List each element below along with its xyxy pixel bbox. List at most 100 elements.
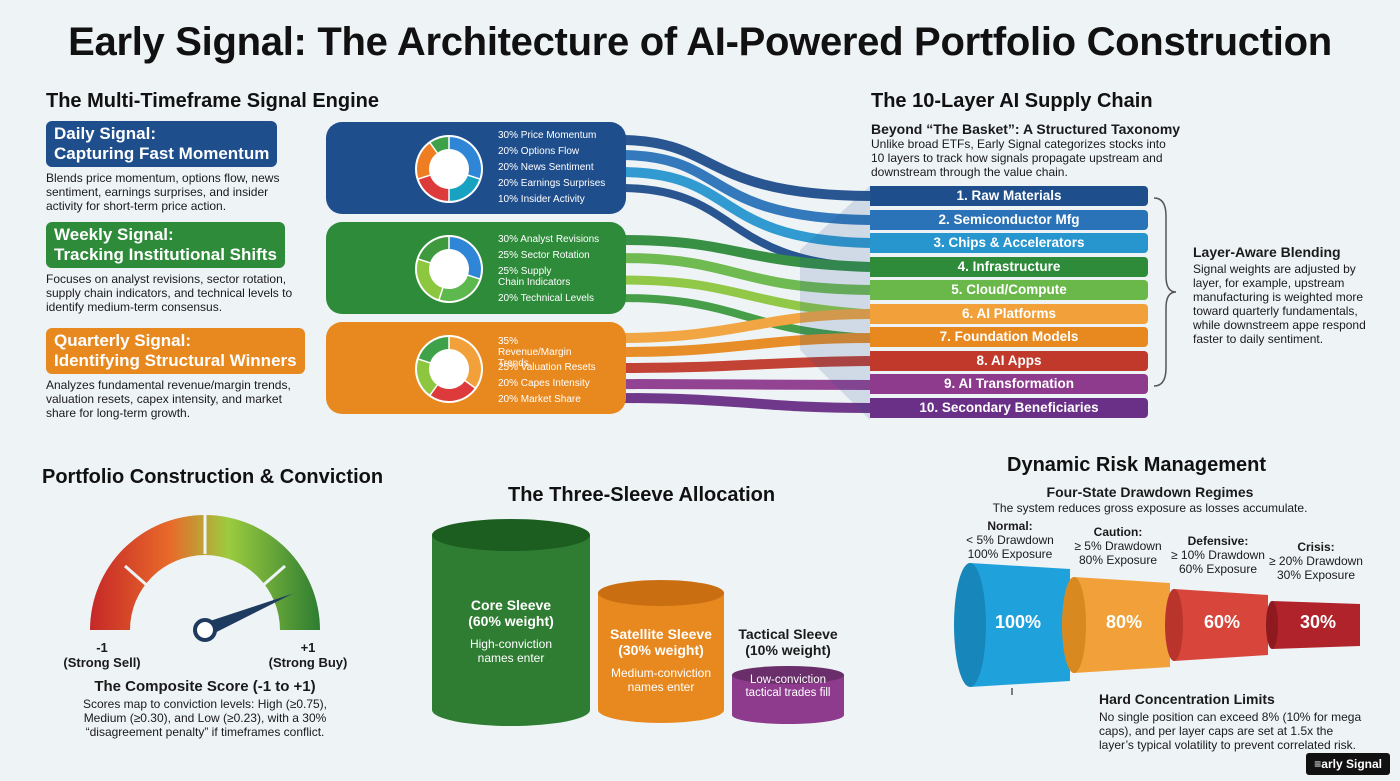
weekly-component-label: 30% Analyst Revisions [498,234,600,245]
layer-item: 3. Chips & Accelerators [870,233,1148,253]
core-sleeve-body [432,535,590,710]
blending-title: Layer-Aware Blending [1193,244,1341,260]
supply-chain-heading: The 10-Layer AI Supply Chain [871,90,1153,112]
layer-item: 5. Cloud/Compute [870,280,1148,300]
quarterly-signal-title: Quarterly Signal: [54,331,191,350]
donut-segment [418,337,450,364]
regime-drawdown: ≥ 5% Drawdown [1074,539,1162,553]
regime-name: Normal: [987,519,1033,533]
regime-name: Crisis: [1297,540,1335,554]
sleeves-heading: The Three-Sleeve Allocation [508,484,776,506]
composite-score-text: Scores map to conviction levels: High (≥… [82,697,328,739]
layer-item: 4. Infrastructure [870,257,1148,277]
quarterly-signal-pill: 35% Revenue/Margin Trends 25% Valuation … [326,322,626,414]
blending-text: Signal weights are adjusted by layer, fo… [1193,262,1366,346]
daily-component-label: 20% Earnings Surprises [498,178,606,189]
daily-signal-block: Daily Signal: Capturing Fast Momentum Bl… [46,121,306,213]
weekly-component-label: 20% Technical Levels [498,293,594,304]
daily-component-label: 20% Options Flow [498,146,580,157]
composite-score-title: The Composite Score (-1 to +1) [94,678,316,695]
tactical-sleeve: Tactical Sleeve (10% weight) Low-convict… [732,626,844,700]
supply-chain-description: Unlike broad ETFs, Early Signal categori… [871,137,1166,179]
layer-item: 10. Secondary Beneficiaries [870,398,1148,418]
core-sleeve-note: High-conviction names enter [469,637,553,665]
quarterly-component-label: 20% Capes Intensity [498,378,590,389]
supply-chain-subheading: Beyond “The Basket”: A Structured Taxono… [871,121,1181,137]
gauge-max-label: +1 [300,640,316,655]
weekly-signal-tag: Weekly Signal: Tracking Institutional Sh… [46,222,285,268]
donut-segment [417,143,438,179]
daily-donut-chart [415,135,483,203]
weekly-signal-block: Weekly Signal: Tracking Institutional Sh… [46,222,306,314]
core-sleeve: Core Sleeve (60% weight) High-conviction… [432,597,590,665]
regime-defensive-value: 60% [1203,612,1241,632]
page-title: Early Signal: The Architecture of AI-Pow… [68,20,1332,64]
brand-logo: ≡arly Signal [1306,753,1390,775]
satellite-sleeve-note: Medium-conviction names enter [610,666,712,694]
donut-segment [430,137,450,154]
daily-component-label: 10% Insider Activity [498,194,585,205]
tactical-sleeve-note: Low-conviction tactical trades fill [745,674,831,699]
drawdown-funnel [954,563,1360,695]
regime-normal-label: Normal: < 5% Drawdown 100% Exposure [960,519,1060,561]
satellite-sleeve-name: Satellite Sleeve [610,626,712,642]
core-sleeve-name: Core Sleeve [470,597,552,613]
donut-segment [448,237,481,279]
regime-name: Defensive: [1187,534,1249,548]
needle-shape [202,593,293,637]
risk-subtext: The system reduces gross exposure as los… [992,501,1308,515]
donut-segment [430,380,475,401]
gauge-max-sub: (Strong Buy) [268,655,348,670]
layer-bracket [1153,197,1177,387]
donut-segment [448,137,481,179]
weekly-signal-subtitle: Tracking Institutional Shifts [54,245,277,264]
core-sleeve-weight: (60% weight) [468,613,554,629]
regime-drawdown: ≥ 10% Drawdown [1171,548,1265,562]
regime-drawdown: < 5% Drawdown [966,533,1054,547]
regime-normal-value: 100% [994,612,1042,632]
regime-name: Caution: [1093,525,1143,539]
quarterly-signal-subtitle: Identifying Structural Winners [54,351,297,370]
regime-caution-label: Caution: ≥ 5% Drawdown 80% Exposure [1068,525,1168,567]
regime-defensive-label: Defensive: ≥ 10% Drawdown 60% Exposure [1168,534,1268,576]
layer-item: 6. AI Platforms [870,304,1148,324]
daily-component-label: 20% News Sentiment [498,162,594,173]
risk-heading: Dynamic Risk Management [1007,454,1266,476]
satellite-sleeve-body [598,593,724,710]
regime-crisis-value: 30% [1299,612,1337,632]
quarterly-signal-description: Analyzes fundamental revenue/margin tren… [46,378,291,420]
tactical-sleeve-weight: (10% weight) [745,642,831,658]
quarterly-component-label: 25% Valuation Resets [498,362,596,373]
conviction-gauge [90,515,320,642]
daily-signal-description: Blends price momentum, options flow, new… [46,171,280,213]
limits-text: No single position can exceed 8% (10% fo… [1099,710,1362,752]
limits-title: Hard Concentration Limits [1099,691,1275,707]
signal-engine-heading: The Multi-Timeframe Signal Engine [46,90,380,112]
donut-segment [417,359,438,395]
weekly-signal-description: Focuses on analyst revisions, sector rot… [46,272,293,314]
layer-item: 8. AI Apps [870,351,1148,371]
donut-segment [418,174,450,201]
daily-signal-pill: 30% Price Momentum 20% Options Flow 20% … [326,122,626,214]
regime-exposure: 80% Exposure [1078,553,1158,567]
quarterly-component-label: 35% Revenue/Margin Trends [498,336,572,369]
layer-item: 9. AI Transformation [870,374,1148,394]
satellite-sleeve-weight: (30% weight) [618,642,704,658]
regime-exposure: 30% Exposure [1276,568,1356,582]
gauge-min-label: -1 [96,640,108,655]
gauge-needle [202,593,293,637]
donut-segment [439,274,480,301]
layer-item: 7. Foundation Models [870,327,1148,347]
gauge-min: -1 (Strong Sell) [62,640,142,670]
daily-signal-subtitle: Capturing Fast Momentum [54,144,270,163]
donut-segment [418,237,450,264]
regime-exposure: 100% Exposure [967,547,1053,561]
daily-signal-title: Daily Signal: [54,124,157,143]
weekly-component-label: 25% Sector Rotation [498,250,590,261]
quarterly-donut-chart [415,335,483,403]
daily-signal-tag: Daily Signal: Capturing Fast Momentum [46,121,278,167]
donut-segment [448,337,481,388]
gauge-pivot [193,618,217,642]
gauge-max: +1 (Strong Buy) [268,640,348,670]
